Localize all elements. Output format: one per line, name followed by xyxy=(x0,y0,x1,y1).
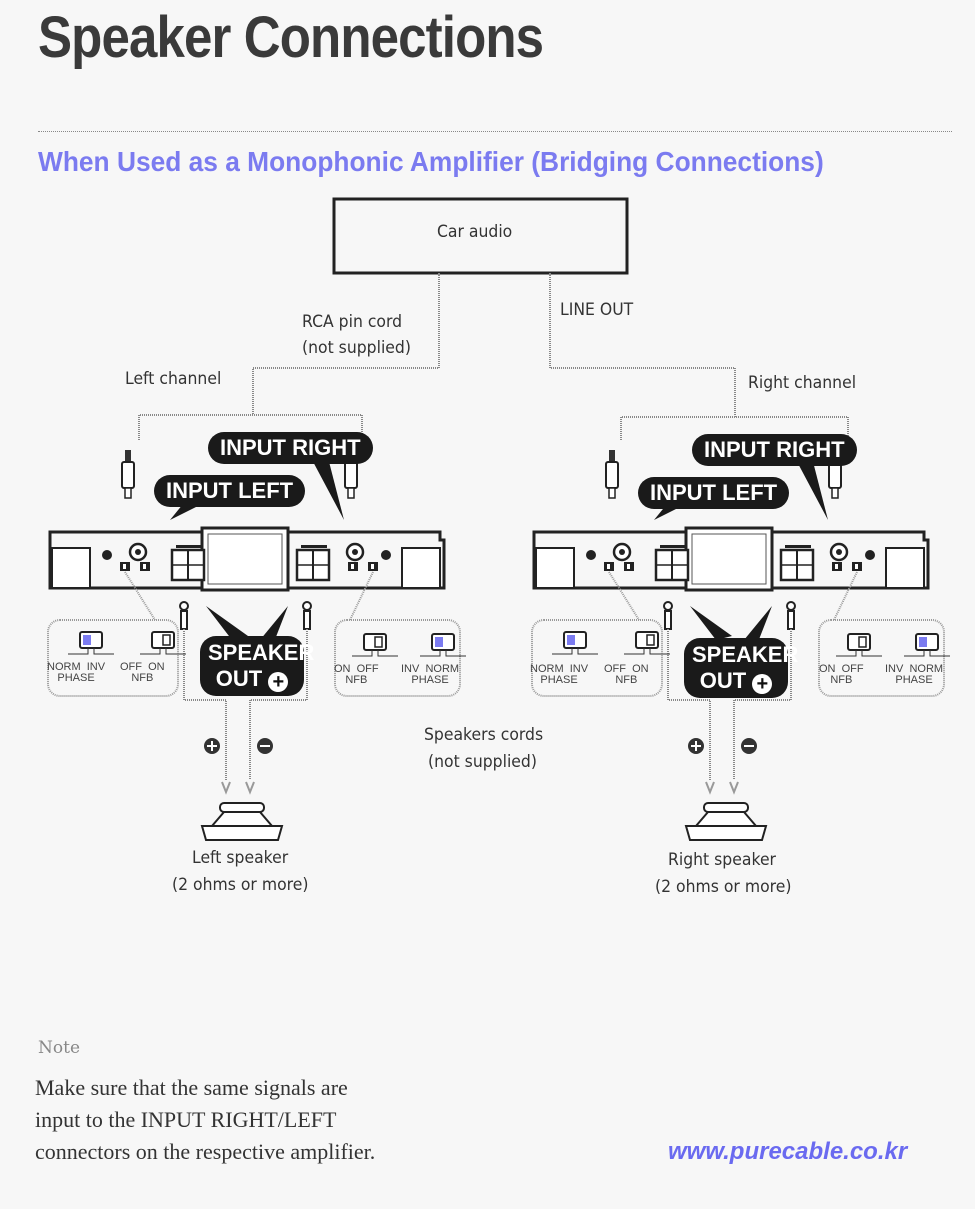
amp-foot xyxy=(51,547,91,589)
wiring-diagram xyxy=(47,197,950,841)
amp-foot xyxy=(885,547,925,589)
speaker-wire-positive xyxy=(183,629,227,780)
divider xyxy=(38,131,952,132)
callout-pointer xyxy=(310,450,344,520)
speaker-out-callout-right-amp: SPEAKER OUT + xyxy=(684,638,799,698)
speaker-out-line2: OUT + xyxy=(208,666,296,692)
phase-switch-icon xyxy=(68,631,114,655)
screw-icon xyxy=(586,550,596,560)
speaker-out-line1: SPEAKER xyxy=(692,642,799,667)
nfb-switch-icon xyxy=(140,631,186,655)
arrow-down-icon xyxy=(221,781,231,795)
speaker-wire-positive xyxy=(667,629,711,780)
line-out-label: LINE OUT xyxy=(560,300,634,320)
phase-switch-icon xyxy=(904,633,950,657)
car-audio-label: Car audio xyxy=(437,222,513,242)
right-channel-label: Right channel xyxy=(748,373,857,393)
speaker-out-line2: OUT + xyxy=(692,668,780,694)
ring-terminal-icon xyxy=(302,601,312,611)
section-subtitle: When Used as a Monophonic Amplifier (Bri… xyxy=(38,146,824,177)
rca-cable-right xyxy=(549,273,849,440)
website-link[interactable]: www.purecable.co.kr xyxy=(668,1138,908,1165)
note-body: Make sure that the same signals are inpu… xyxy=(35,1072,495,1168)
callout-pointer xyxy=(690,606,732,640)
speaker-cords-label-line2: (not supplied) xyxy=(428,752,537,772)
left-speaker-impedance: (2 ohms or more) xyxy=(172,875,309,895)
input-left-callout-right-amp: INPUT LEFT xyxy=(638,477,790,509)
callout-pointer xyxy=(260,606,288,642)
screw-icon xyxy=(102,550,112,560)
ring-terminal-icon xyxy=(179,601,189,611)
speaker-cords-label-line1: Speakers cords xyxy=(424,725,544,745)
ring-terminal-icon xyxy=(786,601,796,611)
speaker-wire-negative xyxy=(733,629,792,780)
callout-pointer xyxy=(206,606,248,640)
callout-pointer xyxy=(794,450,828,520)
switch-panel-left xyxy=(531,619,663,697)
rca-cord-label-line2: (not supplied) xyxy=(302,338,411,358)
plus-icon: + xyxy=(752,674,773,694)
note-heading: Note xyxy=(38,1038,81,1058)
arrow-down-icon xyxy=(729,781,739,795)
input-left-callout-left-amp: INPUT LEFT xyxy=(154,475,306,507)
rca-plug-icon xyxy=(605,450,619,499)
page-title: Speaker Connections xyxy=(38,5,544,70)
callout-pointer xyxy=(744,606,772,642)
rca-cable-left xyxy=(138,273,440,440)
speaker-icon xyxy=(200,802,284,841)
input-right-callout-right-amp: INPUT RIGHT xyxy=(692,434,857,466)
left-speaker-label: Left speaker xyxy=(192,848,289,868)
car-audio-unit xyxy=(332,197,629,275)
switch-panel-right xyxy=(334,619,461,697)
amp-foot xyxy=(535,547,575,589)
ring-terminal-icon xyxy=(663,601,673,611)
amplifier-left xyxy=(47,450,466,841)
speaker-wire-negative xyxy=(249,629,308,780)
nfb-switch-icon xyxy=(352,633,398,657)
amp-foot xyxy=(401,547,441,589)
switch-panel-right xyxy=(818,619,945,697)
plus-icon: + xyxy=(268,672,289,692)
speaker-icon xyxy=(684,802,768,841)
left-channel-label: Left channel xyxy=(125,369,222,389)
switch-panel-left xyxy=(47,619,179,697)
speaker-out-callout-left-amp: SPEAKER OUT + xyxy=(200,636,315,696)
right-speaker-impedance: (2 ohms or more) xyxy=(655,877,792,897)
nfb-switch-icon xyxy=(624,631,670,655)
speaker-out-line1: SPEAKER xyxy=(208,640,315,665)
nfb-switch-icon xyxy=(836,633,882,657)
phase-switch-icon xyxy=(420,633,466,657)
note-line: Make sure that the same signals are xyxy=(35,1075,348,1100)
note-line: connectors on the respective amplifier. xyxy=(35,1139,376,1164)
arrow-down-icon xyxy=(245,781,255,795)
note-line: input to the INPUT RIGHT/LEFT xyxy=(35,1107,337,1132)
screw-icon xyxy=(865,550,875,560)
phase-switch-icon xyxy=(552,631,598,655)
input-right-callout-left-amp: INPUT RIGHT xyxy=(208,432,373,464)
screw-icon xyxy=(381,550,391,560)
rca-cord-label-line1: RCA pin cord xyxy=(302,312,403,332)
arrow-down-icon xyxy=(705,781,715,795)
rca-plug-icon xyxy=(121,450,135,499)
right-speaker-label: Right speaker xyxy=(668,850,776,870)
amplifier-right xyxy=(531,450,950,841)
